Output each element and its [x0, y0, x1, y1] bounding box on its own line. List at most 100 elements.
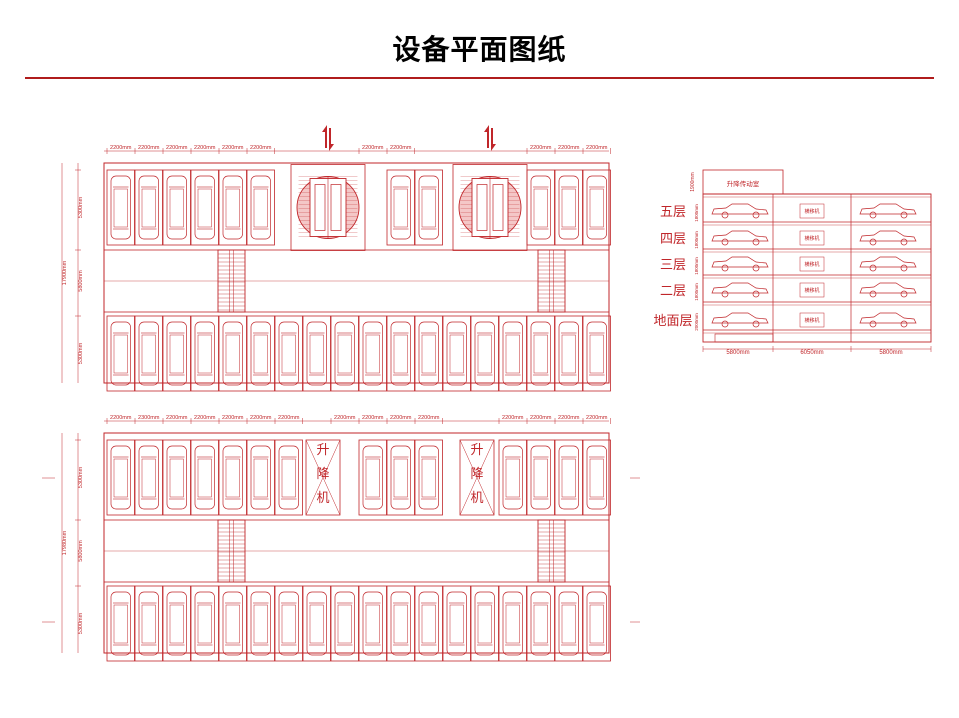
- car-body: [711, 256, 769, 268]
- slot-frame: [330, 315, 359, 392]
- car-body: [390, 321, 411, 386]
- slot-frame: [246, 169, 275, 246]
- car-top-view: [558, 175, 579, 240]
- car-roof: [533, 458, 548, 498]
- wheel: [869, 238, 877, 246]
- car-body: [530, 591, 551, 656]
- car-top-view: [194, 175, 215, 240]
- crossing-platform: [217, 249, 246, 313]
- parking-slot: [386, 585, 415, 662]
- dimension-label: 2200mm: [502, 415, 524, 421]
- platform-frame: [217, 519, 246, 583]
- side-dimension: 5300mm: [78, 466, 84, 488]
- parking-slot: [414, 169, 443, 246]
- top-dimension: 1900mm: [690, 172, 696, 191]
- slot-frame: [582, 315, 611, 392]
- up-arrow: [484, 125, 489, 148]
- dimension-label: 2200mm: [362, 415, 384, 421]
- wheel: [721, 264, 729, 272]
- car-roof: [141, 458, 156, 498]
- car-body: [586, 445, 607, 510]
- car-body: [586, 175, 607, 240]
- slot-frame: [554, 585, 583, 662]
- car-top-view: [418, 175, 439, 240]
- floor-label: 二层: [660, 283, 686, 298]
- car-top-view: [166, 591, 187, 656]
- car-top-view: [278, 591, 299, 656]
- car-body: [222, 445, 243, 510]
- car-roof: [225, 188, 240, 228]
- car-roof: [113, 458, 128, 498]
- car-roof: [589, 604, 604, 644]
- platform-frame: [217, 249, 246, 313]
- car-side-icon: [711, 256, 769, 272]
- car-roof: [225, 458, 240, 498]
- car-top-view: [110, 591, 131, 656]
- ground-lift-base: [714, 333, 774, 343]
- car-roof: [197, 334, 212, 374]
- car-body: [586, 321, 607, 386]
- car-top-view: [250, 445, 271, 510]
- car-roof: [225, 604, 240, 644]
- slot-frame: [358, 315, 387, 392]
- car-body: [166, 321, 187, 386]
- car-body: [859, 203, 917, 215]
- car-top-view: [390, 321, 411, 386]
- floor-label: 三层: [660, 257, 686, 272]
- car-body: [110, 445, 131, 510]
- slot-frame: [190, 169, 219, 246]
- floor-dimension: 1800mm: [694, 283, 699, 301]
- bottom-dimension: 6050mm: [800, 350, 823, 356]
- car-body: [194, 591, 215, 656]
- parking-slot: [358, 585, 387, 662]
- car-top-view: [138, 591, 159, 656]
- dimension-label: 2200mm: [530, 145, 552, 151]
- slot-frame: [190, 585, 219, 662]
- car-roof: [281, 604, 296, 644]
- car-roof: [393, 604, 408, 644]
- slot-frame: [386, 439, 415, 516]
- car-top-view: [222, 445, 243, 510]
- parking-slot: [554, 169, 583, 246]
- car-roof: [505, 334, 520, 374]
- car-body: [586, 591, 607, 656]
- car-body: [222, 591, 243, 656]
- slot-frame: [274, 585, 303, 662]
- car-body: [194, 445, 215, 510]
- wheel: [900, 320, 908, 328]
- crossing-platform: [217, 519, 246, 583]
- car-roof: [393, 188, 408, 228]
- up-arrow: [322, 125, 327, 148]
- car-side-icon: [859, 312, 917, 328]
- parking-slot: [218, 169, 247, 246]
- parking-slot: [190, 315, 219, 392]
- car-top-view: [306, 591, 327, 656]
- car-roof: [589, 458, 604, 498]
- car-roof: [421, 334, 436, 374]
- title-divider: [25, 77, 934, 79]
- car-body: [110, 321, 131, 386]
- car-body: [362, 445, 383, 510]
- total-dimension: 17900mm: [62, 260, 68, 285]
- parking-slot: [582, 585, 611, 662]
- car-roof: [365, 334, 380, 374]
- car-roof: [309, 334, 324, 374]
- platform-frame: [537, 249, 566, 313]
- car-top-view: [502, 321, 523, 386]
- car-roof: [169, 604, 184, 644]
- parking-slot: [190, 439, 219, 516]
- car-body: [166, 445, 187, 510]
- car-top-view: [194, 321, 215, 386]
- car-roof: [169, 458, 184, 498]
- floor-label: 五层: [660, 204, 686, 219]
- car-body: [110, 175, 131, 240]
- car-body: [390, 591, 411, 656]
- car-top-view: [166, 321, 187, 386]
- car-top-view: [110, 175, 131, 240]
- lift-platform: [799, 230, 825, 246]
- dimension-label: 2200mm: [250, 415, 272, 421]
- parking-slot: [162, 585, 191, 662]
- car-body: [222, 321, 243, 386]
- lift-frame: [452, 164, 528, 251]
